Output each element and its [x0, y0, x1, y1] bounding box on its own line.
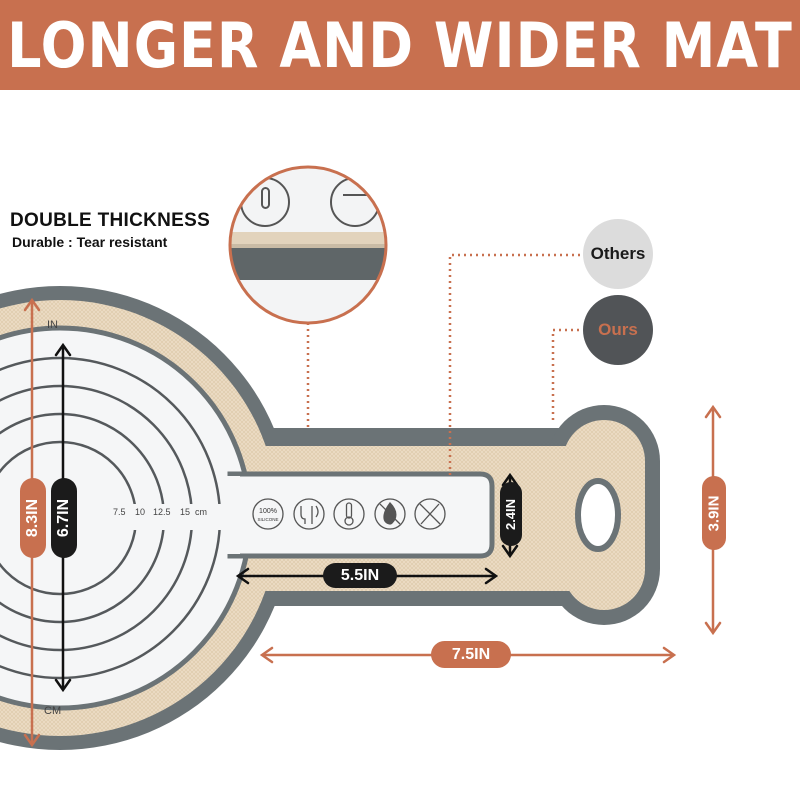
legend-others: Others [583, 219, 653, 289]
scale-ticks: 7.5 10 12.5 15 cm [113, 507, 207, 517]
arrowheads [23, 297, 722, 748]
banner-title: LONGER AND WIDER MAT [7, 8, 793, 82]
dimension-overall-height-label: 3.9IN [705, 495, 723, 531]
legend-others-label: Others [590, 244, 646, 263]
svg-text:SILICONE: SILICONE [257, 517, 278, 522]
dimension-circle-height-label: 6.7IN [55, 498, 72, 538]
dimension-outer-height: 8.3IN [20, 478, 46, 558]
silicone-badge-icon: 100% SILICONE [252, 498, 284, 530]
thickness-subtitle: Durable : Tear resistant [12, 234, 168, 250]
thickness-title: DOUBLE THICKNESS [10, 210, 211, 231]
leader-lines [306, 253, 583, 475]
scale-tick: 10 [135, 507, 145, 517]
thermometer-icon [333, 498, 365, 530]
food-safe-icon [293, 498, 325, 530]
thickness-zoom-inset [228, 165, 388, 325]
dimension-overall-height: 3.9IN [702, 476, 726, 550]
dimension-handle-height: 2.4IN [500, 482, 522, 546]
dimension-overall-length: 7.5IN [431, 641, 511, 668]
dimension-overall-length-label: 7.5IN [451, 645, 491, 663]
unit-top-label: IN [47, 319, 58, 331]
dimension-circle-height: 6.7IN [51, 478, 77, 558]
scale-tick: 12.5 [153, 507, 171, 517]
unit-bottom-label: CM [44, 705, 61, 717]
dimension-handle-length: 5.5IN [323, 563, 397, 588]
legend-ours-label: Ours [598, 320, 638, 339]
banner: LONGER AND WIDER MAT [0, 0, 800, 90]
no-fire-icon [374, 498, 406, 530]
dimension-handle-height-label: 2.4IN [503, 498, 519, 530]
scale-tick: cm [195, 507, 207, 517]
svg-text:100%: 100% [259, 508, 277, 515]
legend-ours: Ours [583, 295, 653, 365]
no-knife-icon [414, 498, 446, 530]
scale-tick: 15 [180, 507, 190, 517]
dimension-outer-height-label: 8.3IN [24, 498, 41, 538]
hanging-hole [575, 478, 621, 552]
dimension-handle-length-label: 5.5IN [340, 566, 380, 584]
scale-tick: 7.5 [113, 507, 126, 517]
